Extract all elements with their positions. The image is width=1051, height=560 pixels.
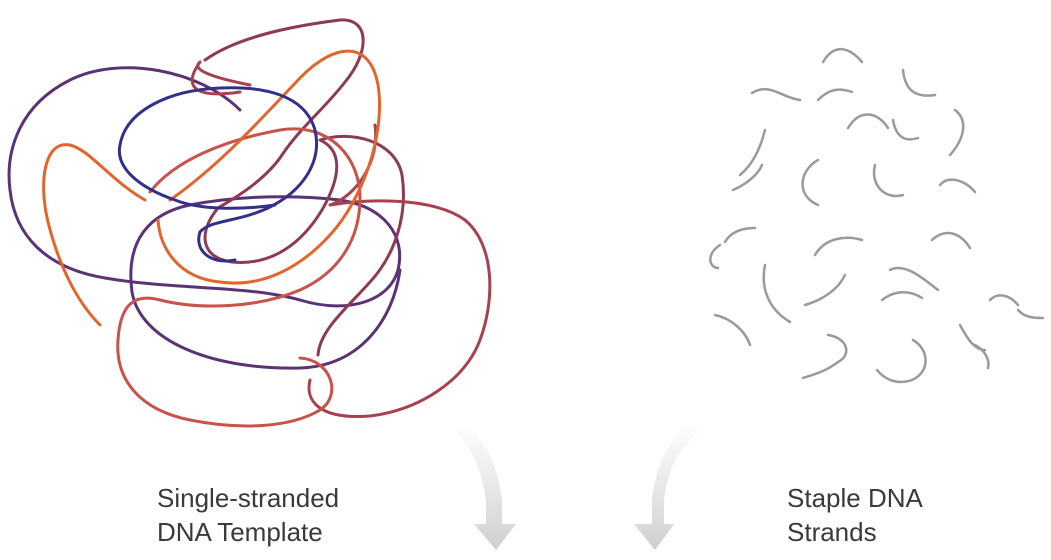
converging-arrows <box>455 420 699 550</box>
staple-strand <box>875 368 914 384</box>
staple-strand <box>750 87 802 102</box>
staple-strand <box>948 108 965 157</box>
template-label-line-2: DNA Template <box>157 517 323 547</box>
staple-strand <box>846 113 890 130</box>
staple-strand <box>816 88 854 102</box>
staple-strand <box>1016 308 1045 320</box>
staple-strand <box>821 48 864 64</box>
template-label-line-1: Single-stranded <box>157 483 340 513</box>
staple-strand <box>713 313 752 347</box>
staple-strand <box>813 236 864 257</box>
staple-strands-cluster <box>709 48 1045 384</box>
template-loop-rust <box>116 127 362 428</box>
staple-strand <box>958 323 987 352</box>
staple-strand <box>891 118 920 141</box>
staple-strand <box>973 343 990 370</box>
staple-strand <box>803 273 847 307</box>
staple-strand <box>709 243 722 270</box>
template-loop-indigo <box>117 86 318 263</box>
template-loop-orange <box>42 49 382 327</box>
staple-strand <box>910 338 927 382</box>
arrow-right <box>634 420 699 550</box>
staple-strand <box>888 266 940 292</box>
staple-strand <box>901 68 937 97</box>
template-label: Single-stranded DNA Template <box>157 481 339 549</box>
staple-strand <box>723 226 757 244</box>
ssdna-template-scribble <box>7 18 492 428</box>
staple-strand <box>762 263 792 324</box>
staple-strand <box>988 294 1020 307</box>
staple-strand <box>880 291 924 302</box>
staples-label-line-1: Staple DNA <box>787 483 923 513</box>
template-loop-purple <box>7 66 402 370</box>
staple-strand <box>872 163 905 198</box>
staples-label-line-2: Strands <box>787 517 877 547</box>
arrow-left <box>455 420 516 550</box>
staples-label: Staple DNA Strands <box>787 481 923 549</box>
staple-strand <box>826 333 848 364</box>
staple-strand <box>930 231 972 250</box>
staple-strand <box>801 360 840 380</box>
staple-strand <box>738 128 767 177</box>
staple-strand <box>731 163 764 192</box>
staple-strand <box>938 178 977 194</box>
staple-strand <box>801 158 820 207</box>
